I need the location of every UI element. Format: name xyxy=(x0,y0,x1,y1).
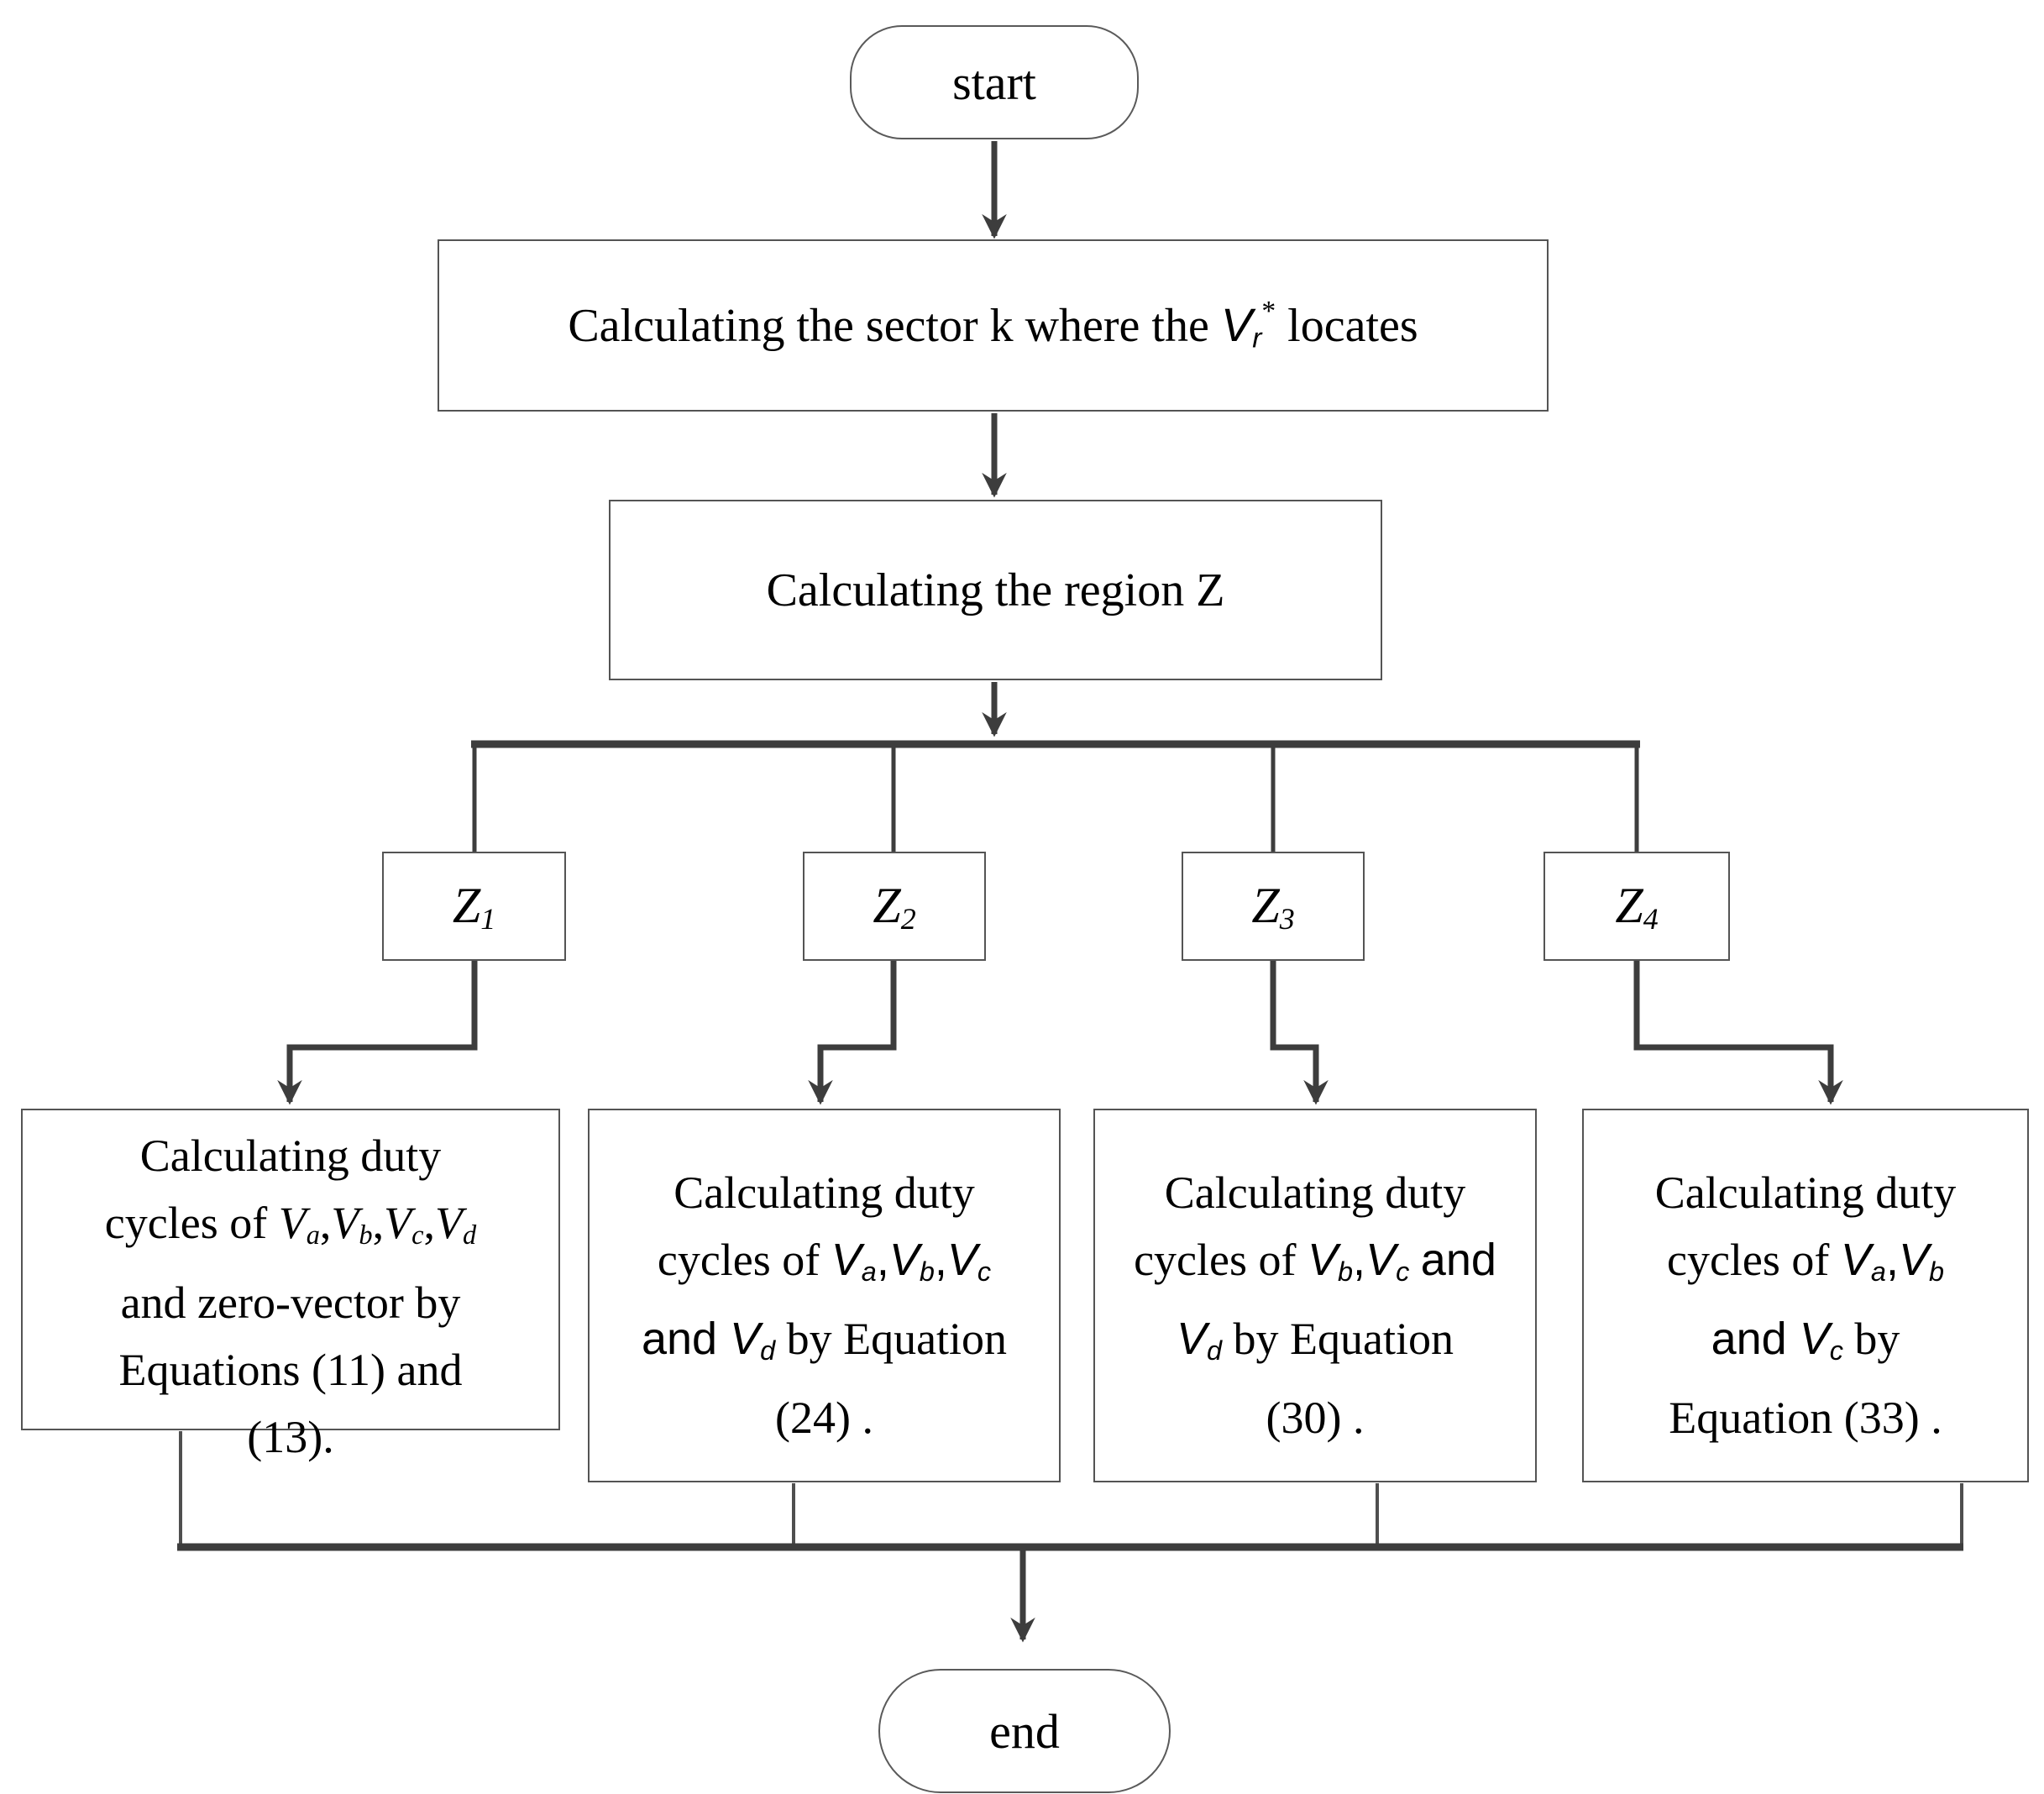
z1-label: Z1 xyxy=(452,877,496,936)
arrow-z3-to-duty3 xyxy=(1270,959,1329,1105)
z2-box: Z2 xyxy=(803,852,986,961)
sector-box: Calculating the sector k where the Vr* l… xyxy=(438,239,1549,412)
start-node: start xyxy=(850,25,1139,139)
z4-label: Z4 xyxy=(1615,877,1659,936)
end-label: end xyxy=(989,1703,1060,1759)
arrow-z4-to-duty4 xyxy=(1633,959,1843,1105)
sector-label: Calculating the sector k where the Vr* l… xyxy=(568,296,1418,354)
end-node: end xyxy=(878,1669,1171,1793)
z3-box: Z3 xyxy=(1182,852,1365,961)
z1-box: Z1 xyxy=(382,852,566,961)
z2-label: Z2 xyxy=(873,877,916,936)
z4-box: Z4 xyxy=(1543,852,1730,961)
region-box: Calculating the region Z xyxy=(609,500,1382,680)
region-label: Calculating the region Z xyxy=(766,564,1225,616)
arrow-z1-to-duty1 xyxy=(277,959,478,1105)
arrow-z2-to-duty2 xyxy=(808,959,897,1105)
start-label: start xyxy=(952,55,1036,110)
z3-label: Z3 xyxy=(1251,877,1295,936)
